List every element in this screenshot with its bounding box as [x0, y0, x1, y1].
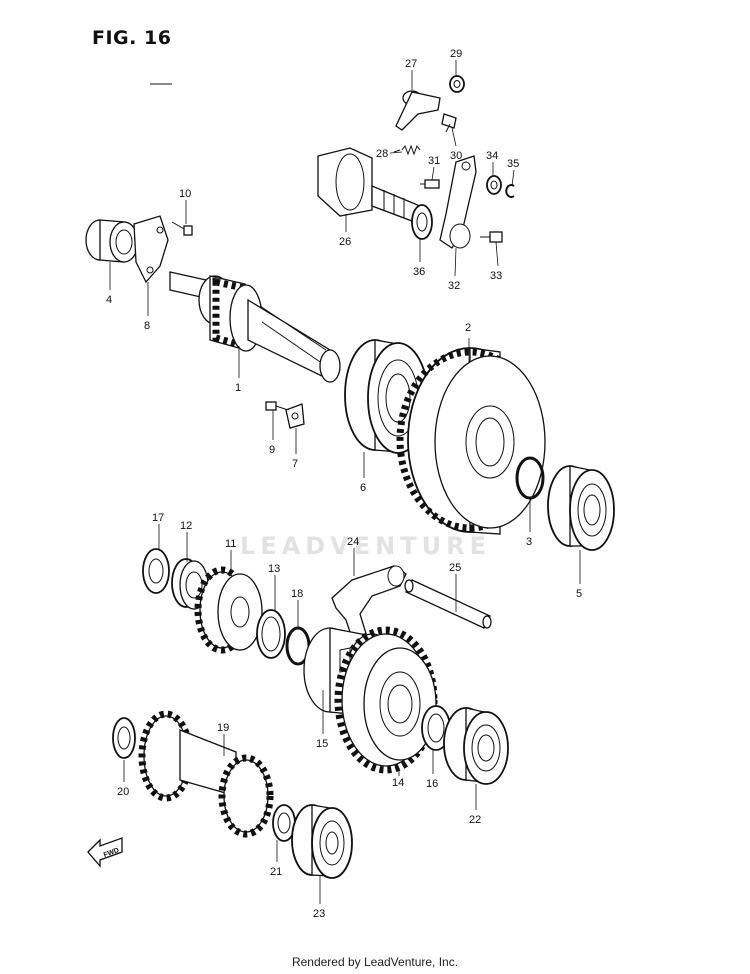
part-20-washer[interactable] — [112, 717, 136, 759]
part-1-countershaft[interactable] — [169, 271, 341, 383]
part-30-bolt[interactable] — [441, 113, 457, 133]
callout-16: 16 — [426, 778, 438, 790]
part-26-shift-shaft[interactable] — [317, 147, 421, 225]
callout-18: 18 — [291, 588, 303, 600]
callout-23: 23 — [313, 908, 325, 920]
part-25-fork-shaft[interactable] — [404, 579, 492, 629]
callout-15: 15 — [316, 738, 328, 750]
watermark-text: LEADVENTURE — [240, 532, 491, 560]
part-33-bolt[interactable] — [480, 231, 503, 243]
part-4-bearing[interactable] — [85, 219, 139, 263]
callout-19: 19 — [217, 722, 229, 734]
callout-27: 27 — [405, 58, 417, 70]
callout-10: 10 — [179, 188, 191, 200]
callout-9: 9 — [269, 444, 275, 456]
leader-lines — [109, 60, 581, 904]
callout-21: 21 — [270, 866, 282, 878]
part-14-gear[interactable] — [334, 626, 438, 774]
callout-14: 14 — [392, 777, 404, 789]
callout-6: 6 — [360, 482, 366, 494]
part-10-screw[interactable] — [171, 221, 193, 236]
callout-31: 31 — [428, 155, 440, 167]
part-21-washer[interactable] — [272, 804, 296, 842]
part-27-arm[interactable] — [395, 90, 441, 131]
callout-32: 32 — [448, 280, 460, 292]
callout-labels: 1 2 3 4 5 6 7 8 9 10 11 12 13 14 15 16 1… — [106, 48, 582, 920]
part-29-washer[interactable] — [449, 75, 465, 93]
callout-13: 13 — [268, 563, 280, 575]
callout-7: 7 — [292, 458, 298, 470]
callout-1: 1 — [235, 382, 241, 394]
fwd-arrow-icon: FWD — [87, 837, 123, 868]
callout-3: 3 — [526, 536, 532, 548]
part-17-seal[interactable] — [142, 548, 170, 594]
callout-17: 17 — [152, 512, 164, 524]
part-31-pin[interactable] — [420, 179, 440, 189]
callout-11: 11 — [225, 538, 236, 550]
callout-4: 4 — [106, 294, 112, 306]
callout-28: 28 — [376, 148, 388, 160]
callout-30: 30 — [450, 150, 462, 162]
callout-24: 24 — [347, 536, 359, 548]
callout-8: 8 — [144, 320, 150, 332]
part-36-seal[interactable] — [411, 204, 433, 240]
part-13-washer[interactable] — [256, 609, 286, 659]
figure-title: FIG. 16 — [92, 27, 172, 49]
callout-2: 2 — [465, 322, 471, 334]
part-24-shift-fork[interactable] — [331, 565, 407, 645]
callout-29: 29 — [450, 48, 462, 60]
callout-26: 26 — [339, 236, 351, 248]
callout-36: 36 — [413, 266, 425, 278]
part-16-washer[interactable] — [421, 705, 451, 751]
callout-22: 22 — [469, 814, 481, 826]
part-28-spring[interactable] — [393, 144, 421, 156]
part-7-plate[interactable] — [285, 403, 305, 429]
part-34-washer[interactable] — [486, 175, 502, 195]
callout-20: 20 — [117, 786, 129, 798]
part-5-bearing[interactable] — [547, 465, 615, 551]
part-6-bearing[interactable] — [344, 339, 429, 454]
part-8-retainer[interactable] — [133, 215, 169, 284]
part-35-clip[interactable] — [505, 184, 515, 198]
part-19-drive-shaft[interactable] — [138, 710, 274, 838]
callout-35: 35 — [507, 158, 519, 170]
footer-credit: Rendered by LeadVenture, Inc. — [291, 955, 459, 969]
callout-34: 34 — [486, 150, 498, 162]
part-9-screw[interactable] — [265, 401, 289, 411]
part-11-gear[interactable] — [194, 566, 263, 654]
part-22-bearing[interactable] — [443, 707, 509, 785]
callout-5: 5 — [576, 588, 582, 600]
callout-33: 33 — [490, 270, 502, 282]
part-32-shift-arm[interactable] — [439, 155, 477, 249]
callout-25: 25 — [449, 562, 461, 574]
callout-12: 12 — [180, 520, 192, 532]
part-23-bearing[interactable] — [291, 804, 353, 879]
